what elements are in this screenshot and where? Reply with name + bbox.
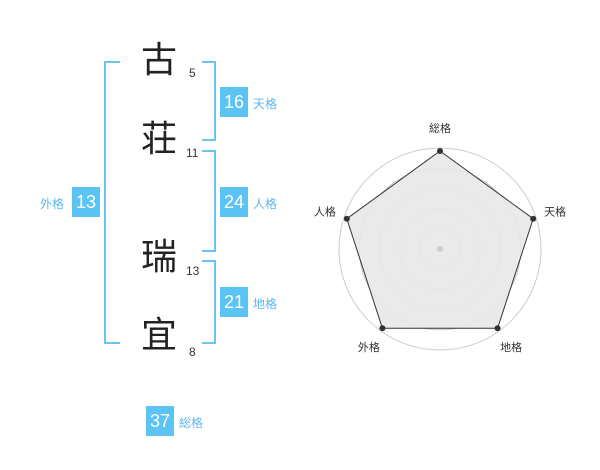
gaikaku-value: 13 bbox=[72, 187, 100, 217]
radar-point bbox=[494, 325, 501, 332]
jinkaku-bracket bbox=[202, 150, 216, 252]
radar-axis-label: 地格 bbox=[500, 340, 522, 354]
soukaku-label: 総格 bbox=[179, 416, 204, 430]
radar-ring bbox=[338, 147, 542, 351]
radar-polygon bbox=[346, 150, 534, 329]
jinkaku-label: 人格 bbox=[253, 197, 278, 211]
radar-points bbox=[343, 148, 537, 332]
char-1: 古 bbox=[141, 40, 178, 81]
gaikaku-bracket bbox=[104, 61, 120, 344]
chikaku-label: 地格 bbox=[253, 297, 278, 311]
chikaku-bracket bbox=[202, 260, 216, 344]
jinkaku-value: 24 bbox=[220, 187, 248, 217]
gaikaku-label: 外格 bbox=[40, 197, 65, 211]
radar-point bbox=[530, 215, 537, 222]
char-2: 荘 bbox=[141, 119, 178, 160]
radar-axis-label: 人格 bbox=[314, 205, 336, 219]
radar-point bbox=[379, 325, 386, 332]
radar-axis-label: 総格 bbox=[429, 121, 451, 135]
radar-point bbox=[343, 215, 350, 222]
stroke-count-2: 11 bbox=[186, 146, 199, 160]
stroke-count-4: 8 bbox=[189, 345, 196, 359]
tenkaku-bracket bbox=[202, 61, 216, 141]
chikaku-value: 21 bbox=[220, 287, 248, 317]
radar-axis-label: 外格 bbox=[358, 340, 380, 354]
soukaku-value: 37 bbox=[146, 406, 174, 436]
radar-axis-label: 天格 bbox=[544, 205, 566, 219]
stroke-count-3: 13 bbox=[186, 264, 200, 278]
radar-center-dot bbox=[437, 246, 443, 252]
radar-point bbox=[437, 148, 443, 155]
tenkaku-value: 16 bbox=[220, 87, 248, 117]
stroke-count-1: 5 bbox=[189, 66, 196, 80]
char-4: 宜 bbox=[141, 315, 178, 356]
tenkaku-label: 天格 bbox=[253, 97, 278, 111]
char-3: 瑞 bbox=[141, 237, 178, 278]
